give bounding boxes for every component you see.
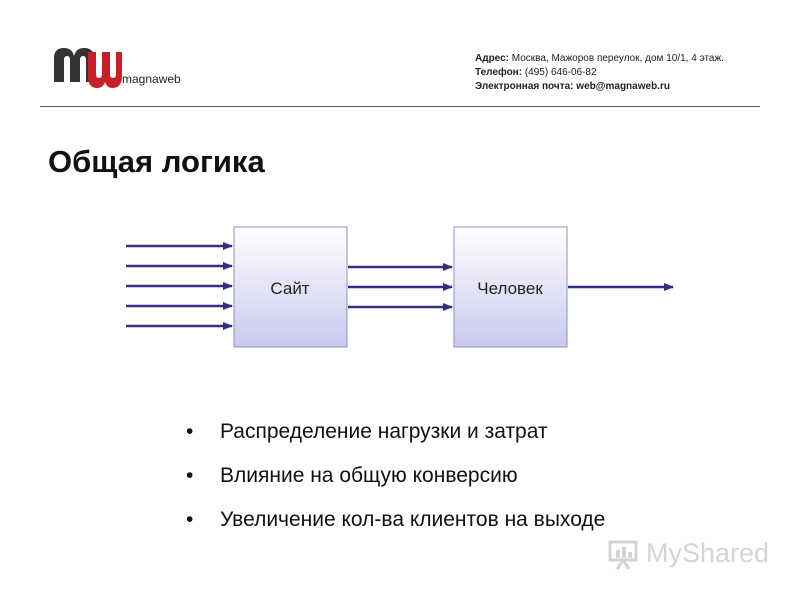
logo-m-shape: [54, 48, 94, 82]
phone-line: Телефон: (495) 646-06-82: [475, 67, 597, 78]
watermark-text: MyShared: [646, 538, 770, 568]
magnaweb-logo: [54, 48, 122, 88]
logo-wordmark: magnaweb: [122, 72, 181, 86]
person-node-label: Человек: [477, 279, 543, 298]
address-line: Адрес: Москва, Мажоров переулок, дом 10/…: [475, 53, 724, 64]
site-node-label: Сайт: [270, 279, 309, 298]
bullet-item: •Влияние на общую конверсию: [186, 464, 518, 487]
bullet-item: •Увеличение кол-ва клиентов на выходе: [186, 508, 606, 531]
email-line: Электронная почта: web@magnaweb.ru: [475, 81, 670, 92]
logo-w-shape: [88, 52, 122, 88]
slide-title: Общая логика: [48, 144, 265, 179]
bullet-list: •Распределение нагрузки и затрат •Влияни…: [186, 420, 605, 552]
header-divider: [40, 106, 760, 107]
site-node: [233, 226, 348, 348]
person-node: [453, 226, 568, 348]
bullet-item: •Распределение нагрузки и затрат: [186, 420, 548, 443]
contact-block: Адрес: Москва, Мажоров переулок, дом 10/…: [475, 52, 724, 94]
presentation-board-icon: [608, 540, 638, 570]
